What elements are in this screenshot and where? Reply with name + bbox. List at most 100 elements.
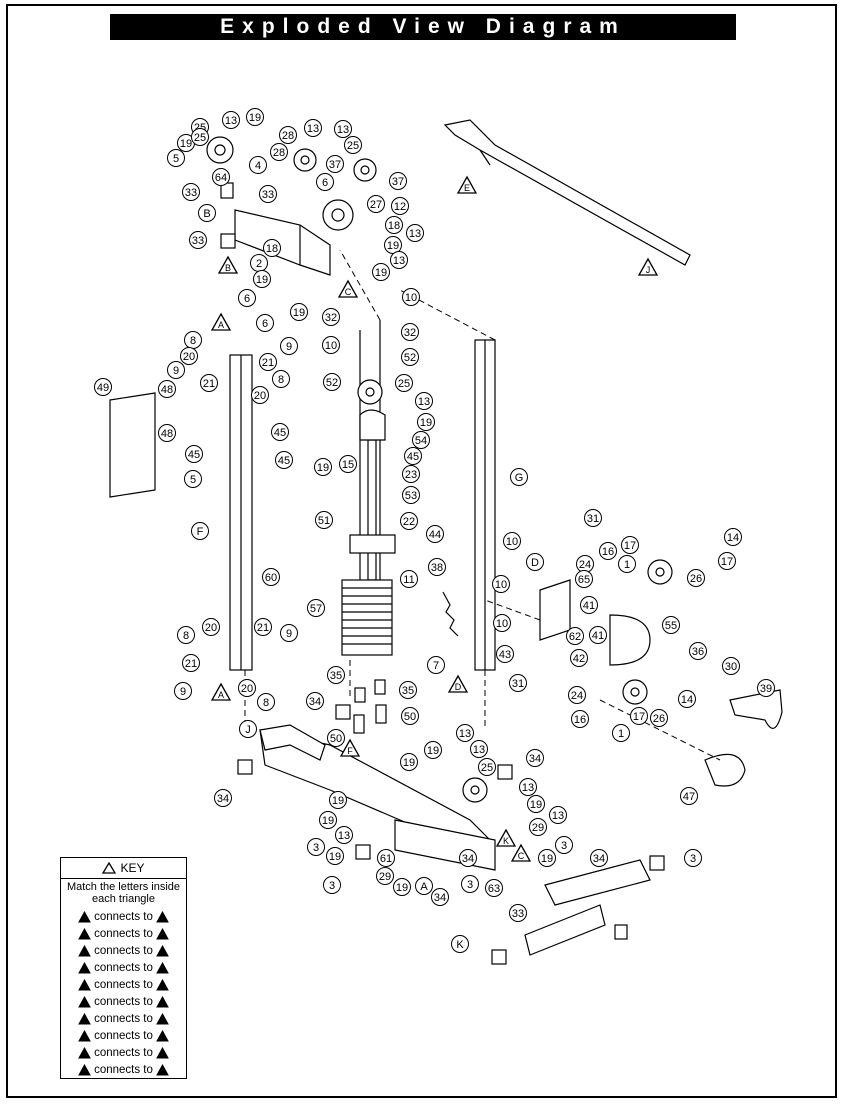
triangle-icon (156, 910, 169, 922)
callout-circle (580, 596, 598, 614)
callout-13: 13 (415, 392, 433, 410)
pulley-25d (357, 379, 383, 405)
pulley-25a (206, 136, 234, 164)
callout-circle (406, 224, 424, 242)
callout-circle (400, 570, 418, 588)
callout-circle (256, 314, 274, 332)
callout-label: 9 (180, 686, 186, 698)
callout-circle (323, 373, 341, 391)
callout-circle (191, 128, 209, 146)
triangle-letter: B (225, 263, 231, 273)
callout-5: 5 (167, 149, 185, 167)
callout-19: 19 (384, 236, 402, 254)
callout-label: 1 (624, 559, 630, 571)
callout-32: 32 (401, 323, 419, 341)
key-box: KEY Match the letters inside each triang… (60, 857, 187, 1079)
callout-label: 5 (173, 153, 179, 165)
callout-label: 21 (257, 622, 269, 634)
callout-8: 8 (272, 370, 290, 388)
callout-circle (402, 486, 420, 504)
callout-circle (401, 348, 419, 366)
callout-25: 25 (191, 128, 209, 146)
callout-circle (400, 512, 418, 530)
callout-label: 25 (194, 132, 206, 144)
key-title: KEY (120, 861, 145, 875)
callout-circle (393, 878, 411, 896)
callout-circle (485, 879, 503, 897)
callout-circle (689, 642, 707, 660)
callout-circle (428, 558, 446, 576)
triangle-letter: A (218, 320, 224, 330)
callout-20: 20 (202, 618, 220, 636)
callout-circle (493, 614, 511, 632)
triangle-icon (156, 1012, 169, 1024)
key-row-text: connects to (94, 1012, 153, 1025)
triangle-marker-E: E (456, 175, 478, 194)
callout-label: 3 (690, 853, 696, 865)
triangle-shape (210, 312, 232, 331)
triangle-marker-C: C (510, 843, 532, 862)
callout-8: 8 (177, 626, 195, 644)
callout-8: 8 (184, 331, 202, 349)
callout-13: 13 (222, 111, 240, 129)
callout-label: 29 (379, 871, 391, 883)
cap-33c (614, 924, 628, 940)
callout-circle (326, 155, 344, 173)
callout-A: A (415, 877, 433, 895)
callout-13: 13 (390, 251, 408, 269)
triangle-icon (156, 1029, 169, 1041)
callout-label: 15 (342, 459, 354, 471)
triangle-shape (210, 682, 232, 701)
callout-circle (158, 424, 176, 442)
triangle-icon (78, 1063, 91, 1075)
callout-circle (509, 674, 527, 692)
key-row-text: connects to (94, 995, 153, 1008)
cap-34a (237, 759, 253, 775)
callout-45: 45 (271, 423, 289, 441)
callout-19: 19 (329, 791, 347, 809)
callout-label: 13 (337, 124, 349, 136)
callout-circle (401, 707, 419, 725)
callout-circle (327, 729, 345, 747)
callout-26: 26 (650, 709, 668, 727)
callout-label: 34 (462, 853, 474, 865)
callout-circle (424, 741, 442, 759)
callout-17: 17 (718, 552, 736, 570)
callout-circle (599, 542, 617, 560)
callout-circle (222, 111, 240, 129)
triangle-marker-D: D (447, 674, 469, 693)
callout-label: 3 (467, 879, 473, 891)
callout-3: 3 (555, 836, 573, 854)
triangle-icon (78, 944, 91, 956)
callout-label: 3 (329, 880, 335, 892)
callout-label: G (515, 472, 524, 484)
callout-label: 9 (173, 365, 179, 377)
callout-label: 36 (692, 646, 704, 658)
callout-label: 24 (571, 690, 583, 702)
callout-label: 21 (203, 378, 215, 390)
callout-circle (280, 337, 298, 355)
callout-label: 34 (593, 853, 605, 865)
key-row-text: connects to (94, 944, 153, 957)
callout-19: 19 (372, 263, 390, 281)
callout-28: 28 (270, 143, 288, 161)
callout-label: 34 (217, 793, 229, 805)
callout-52: 52 (401, 348, 419, 366)
callout-label: 26 (690, 573, 702, 585)
callout-13: 13 (549, 806, 567, 824)
callout-label: 6 (244, 293, 250, 305)
callout-label: 20 (241, 683, 253, 695)
callout-circle (367, 195, 385, 213)
callout-circle (470, 740, 488, 758)
callout-label: 20 (254, 390, 266, 402)
callout-circle (202, 618, 220, 636)
callout-label: 47 (683, 791, 695, 803)
callout-circle (271, 423, 289, 441)
callout-circle (650, 709, 668, 727)
callout-circle (307, 838, 325, 856)
callout-label: 55 (665, 620, 677, 632)
callout-label: 10 (325, 340, 337, 352)
callout-circle (589, 626, 607, 644)
callout-circle (249, 156, 267, 174)
callout-circle (290, 303, 308, 321)
